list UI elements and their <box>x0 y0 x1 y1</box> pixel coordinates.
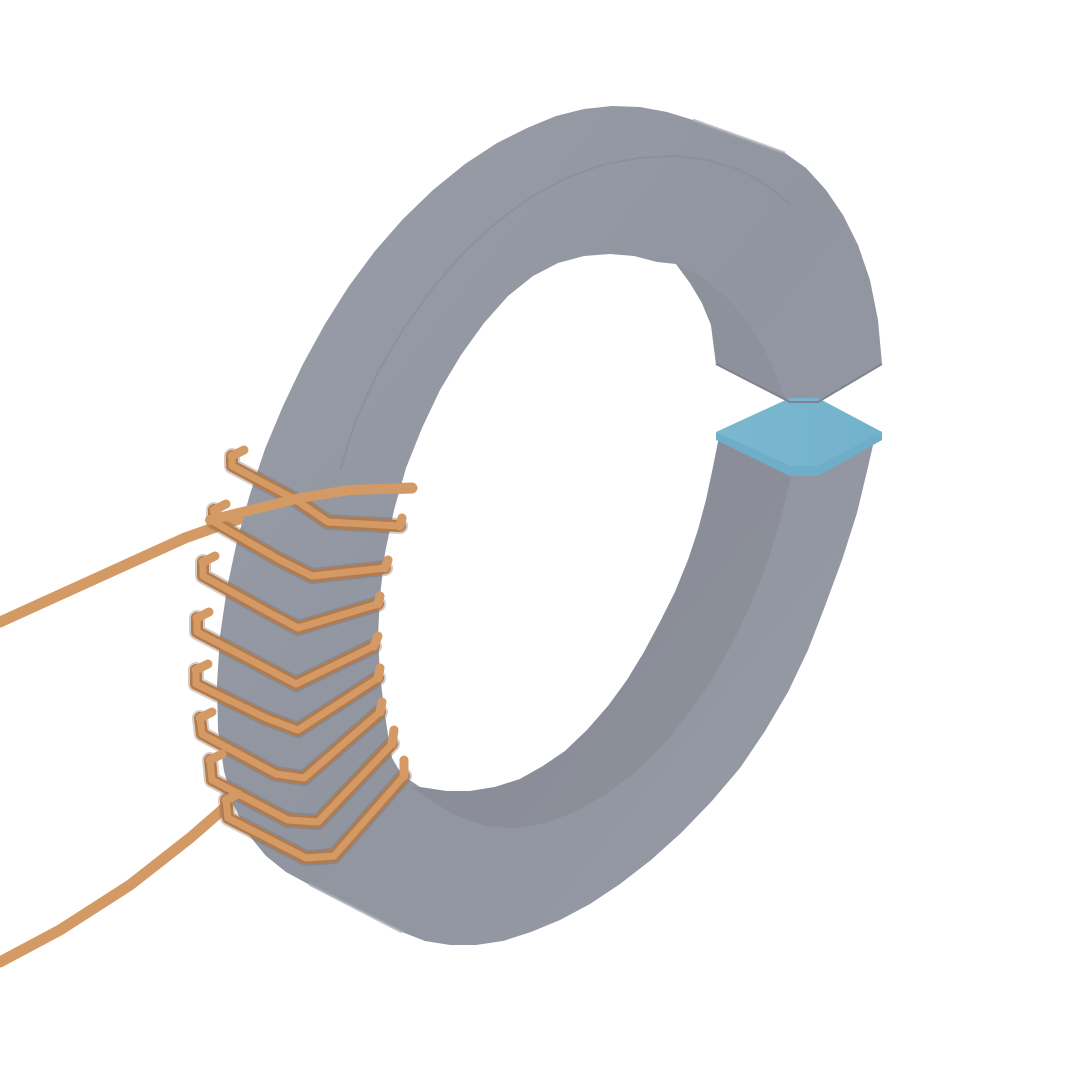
winding-turn <box>195 551 386 636</box>
winding-turn-wrap <box>205 749 227 765</box>
air-gap-front-face <box>716 432 882 476</box>
winding-turn <box>202 725 400 830</box>
winding-turn-wrap <box>387 725 399 749</box>
core-face-inner-edge <box>339 154 791 471</box>
lead-wire-bottom <box>0 799 234 968</box>
winding-turn-highlight <box>206 740 396 826</box>
winding-turn <box>189 607 383 692</box>
winding-turn-wrap <box>192 607 214 623</box>
lead-wire-crossing <box>205 483 417 525</box>
winding-turn <box>188 659 386 738</box>
winding-turn-highlight <box>193 614 378 688</box>
winding-turn-highlight <box>199 558 382 632</box>
winding-turn-wrap <box>195 707 217 723</box>
winding-turn-highlight <box>192 666 382 734</box>
winding-turn-wrap <box>227 445 249 461</box>
winding-turn-wrap <box>209 499 231 515</box>
winding-turn-wrap <box>395 513 407 531</box>
winding-turn-wrap <box>380 555 393 573</box>
winding-turn-wrap <box>369 631 383 651</box>
winding-turn-wrap <box>373 591 385 609</box>
winding-turn-highlight <box>196 708 384 782</box>
winding-turn-wrap <box>375 697 387 717</box>
gap-upper-cut <box>715 363 883 403</box>
winding-turn-wrap <box>373 663 385 683</box>
winding-turn-wrap <box>221 789 243 805</box>
winding-turn <box>218 755 412 866</box>
core-top-rim <box>308 118 786 934</box>
air-gap-top-face <box>716 398 882 466</box>
copper-winding <box>188 445 417 866</box>
winding-turn-wrap <box>191 659 213 675</box>
winding-turn-highlight <box>222 772 408 862</box>
winding-turn-wrap <box>198 551 220 567</box>
winding-turn <box>192 697 388 786</box>
air-gap-spacer <box>715 363 883 476</box>
core-inner-bore <box>676 264 790 402</box>
